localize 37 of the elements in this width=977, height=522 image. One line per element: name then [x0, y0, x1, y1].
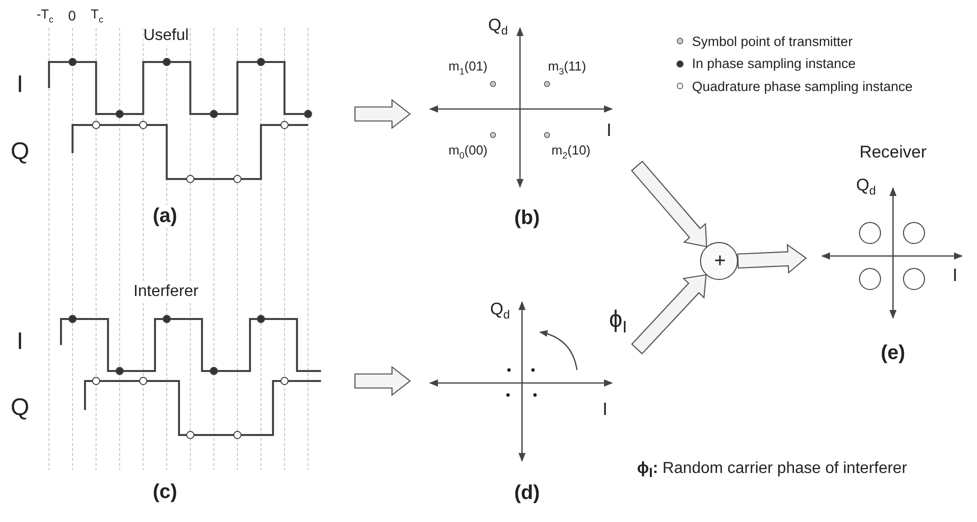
time-label: 0	[68, 8, 76, 24]
axis-label: I	[16, 328, 24, 356]
block-arrow	[737, 244, 807, 274]
symbol-label: m$_{3}$(11)	[548, 60, 586, 76]
block-arrow	[354, 366, 411, 396]
receiver-title: Receiver	[859, 144, 927, 162]
axis-label: Q$_{d}$	[488, 16, 508, 38]
panel-label: (a)	[152, 205, 178, 227]
symbol-label: m$_{2}$(10)	[551, 144, 591, 160]
panel-label: (c)	[152, 481, 178, 503]
axis-label: Q	[10, 138, 30, 166]
summing-circle	[700, 242, 738, 280]
panel-label: (d)	[514, 482, 540, 504]
symbol-label: m$_{1}$(01)	[448, 60, 488, 76]
axis-label: I	[602, 400, 608, 420]
legend-text: Quadrature phase sampling instance	[692, 78, 913, 94]
panel-label: (b)	[514, 207, 540, 229]
legend-text: Symbol point of transmitter	[692, 34, 853, 49]
block-arrow	[631, 274, 707, 354]
axis-label: I	[952, 266, 958, 286]
block-arrow	[354, 98, 411, 130]
time-label: -T$_{c}$	[36, 8, 54, 24]
legend-text: In phase sampling instance	[692, 56, 856, 72]
axis-label: I	[606, 121, 612, 141]
axis-label: Q$_{d}$	[856, 176, 876, 198]
symbol-label: m$_{0}$(00)	[448, 144, 488, 160]
plus-sign: +	[714, 250, 726, 272]
note-text: ϕ$_{I}$: Random carrier phase of interferer	[636, 460, 908, 480]
panel-label: (e)	[880, 342, 906, 364]
signal-title: Useful	[143, 27, 189, 45]
block-arrow	[630, 160, 708, 248]
signal-title: Interferer	[134, 283, 198, 301]
axis-label: Q$_{d}$	[490, 300, 510, 322]
axis-label: I	[16, 72, 24, 98]
angle-label: ϕ$_{I}$	[608, 306, 628, 338]
time-label: T$_{c}$	[90, 8, 104, 24]
axis-label: Q	[10, 394, 30, 422]
